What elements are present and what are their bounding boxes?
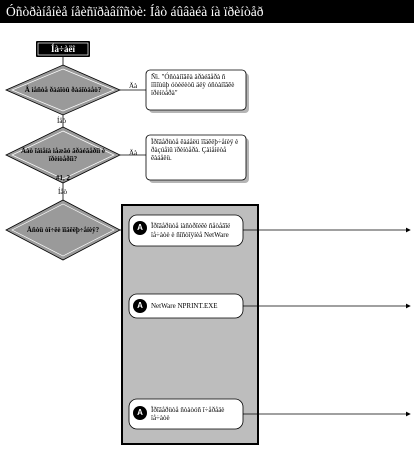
note-box-2 [145, 134, 249, 183]
step-1-marker: A [137, 223, 143, 232]
step-box-1 [128, 214, 244, 247]
edge-label-d1-yes: Äà [129, 82, 138, 90]
step-3-text: Ïðîâåðüòå ñòàòóñ î÷åðåäè ïå÷àòè [151, 405, 225, 422]
step-3-marker: A [137, 408, 143, 417]
decision-2-text: Äàò îáìåíà ìåæäó äðàéâåðîì è ïðèíòåðîì? [21, 146, 105, 163]
note-box-1 [145, 69, 249, 113]
edge-label-d1-no: Íåò [57, 117, 66, 125]
decision-2 [5, 126, 121, 184]
page-title: Óñòðàíåíèå íåèñïðàâíîñòè: Íåò áûâàéà íà … [0, 0, 414, 23]
start-node [36, 41, 90, 57]
decision-3 [5, 199, 121, 261]
edge-label-d2-no: Íåò [58, 188, 67, 196]
decision-3-text: Åñòü òî÷êè ïîäêëþ÷åíèÿ? [26, 225, 100, 234]
note-1-text: Ñì. "Óñòàíîâêà äðàéâåðà ñ ïîìîùüþ óòèëèò… [151, 73, 235, 98]
step-box-2 [128, 293, 244, 319]
step-box-3 [128, 398, 244, 430]
start-label: Íà÷àëî [51, 44, 75, 54]
edge-label-d2-note: #1, 2 [56, 174, 70, 182]
decision-1-text: Â ìåñòå ðàáîòû ðàáîòàåò? [24, 85, 102, 94]
step-2-text: NetWare NPRINT.EXE [151, 301, 218, 310]
step-1-text: Ïðîâåðüòå íàñòðîéêè ñåòåâîé ïå÷àòè è ñîñ… [151, 222, 231, 239]
step-2-marker: A [137, 301, 143, 310]
edge-label-d2-yes: Äà [129, 149, 138, 157]
note-2-text: Ïðîâåðüòå êàáåëü ïîäêëþ÷åíèÿ è ðàçúåìû ï… [151, 138, 239, 163]
